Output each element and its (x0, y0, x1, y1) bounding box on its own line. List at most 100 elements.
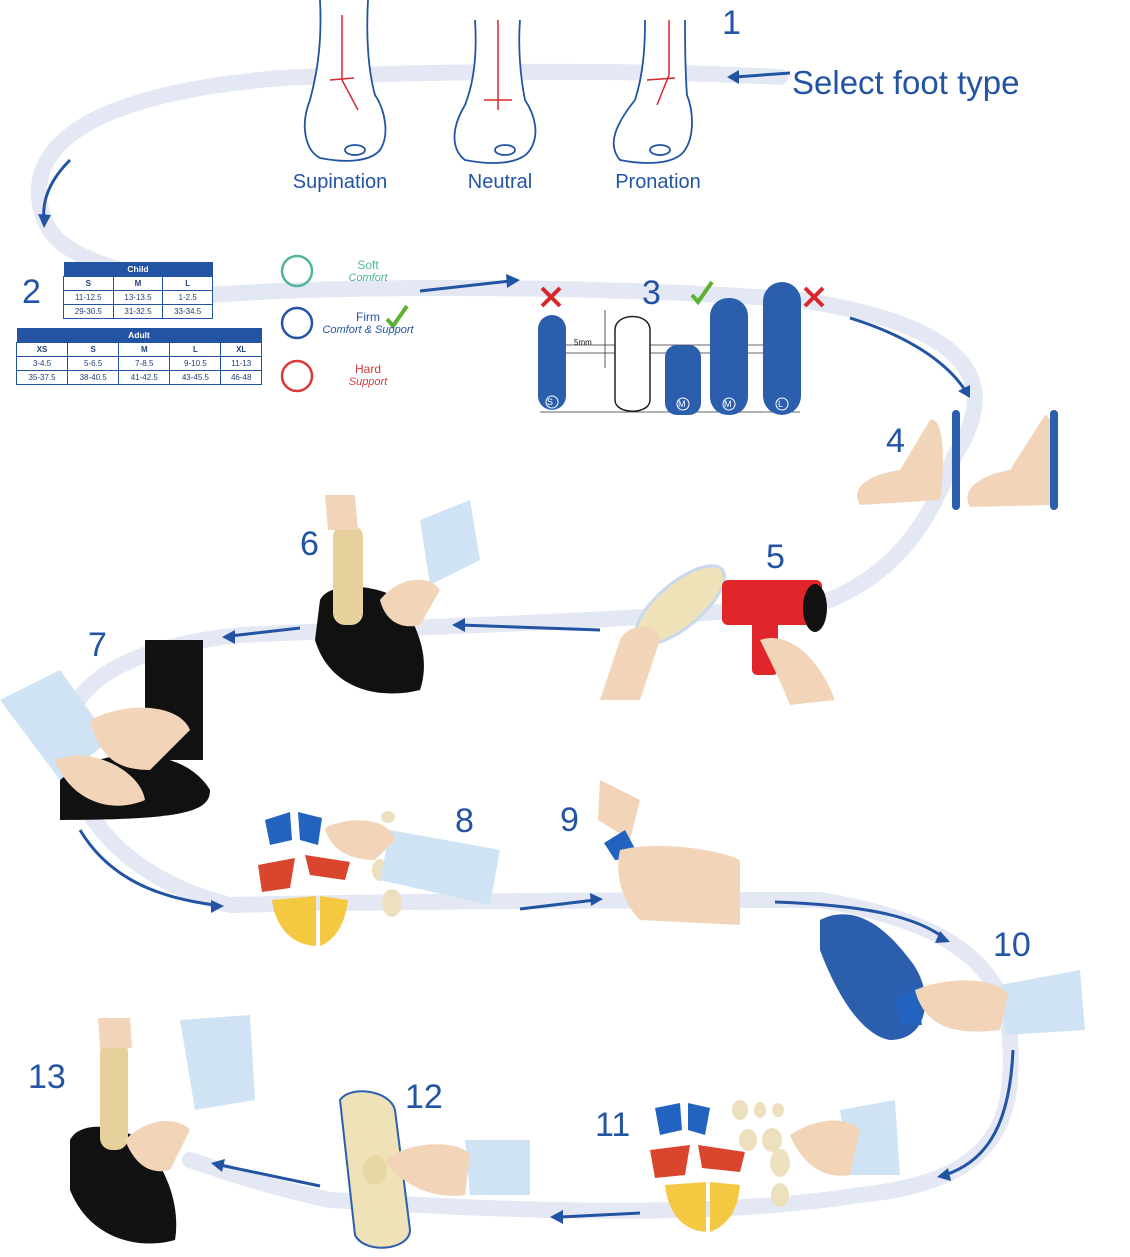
stiffness-name: Hard (354, 362, 381, 376)
step-number-5: 5 (766, 538, 785, 576)
cross-icon (540, 286, 825, 308)
insole-m-icon (710, 298, 748, 415)
table-cell: 38-40.5 (67, 370, 120, 385)
step-number-2: 2 (22, 273, 41, 311)
insert-insole-illustration (315, 495, 480, 694)
adult-size-table: Adult XS S M L XL 3-4.5 5-6.5 7-8.5 9-10… (15, 328, 262, 385)
neutral-foot-icon (453, 19, 537, 164)
column-header: M (118, 342, 171, 357)
foot-type-label-pronation: Pronation (615, 171, 701, 193)
gap-label: 5mm (574, 338, 592, 347)
column-header: S (63, 276, 114, 291)
adult-table-title: Adult (16, 328, 262, 343)
column-header: XS (15, 342, 69, 357)
arrow-1 (734, 71, 791, 79)
foot-type-label-neutral: Neutral (467, 171, 533, 193)
insole-m-short-icon (665, 345, 701, 415)
arrow-6 (229, 626, 301, 638)
supination-foot-icon (303, 0, 387, 162)
table-cell: 9-10.5 (169, 356, 222, 371)
stiffness-option-soft: Soft Comfort (313, 258, 423, 284)
table-cell: 11-13 (220, 356, 262, 371)
step-number-13: 13 (28, 1058, 66, 1096)
table-cell: 43-45.5 (169, 370, 222, 385)
press-pad-illustration (338, 1090, 530, 1249)
soft-circle-icon (280, 254, 314, 288)
step-number-12: 12 (405, 1078, 443, 1116)
stiffness-desc: Comfort (348, 272, 388, 284)
table-cell: 35-37.5 (15, 370, 69, 385)
insole-size-label: S (547, 397, 554, 407)
stiffness-circles (280, 254, 314, 393)
insole-size-label: M (724, 399, 732, 409)
flow-arrows (42, 71, 1015, 1219)
stiffness-desc: Support (348, 376, 388, 388)
step-number-1: 1 (722, 4, 741, 42)
column-header: M (112, 276, 164, 291)
shoe-on-foot-illustration (0, 640, 210, 820)
child-table-title: Child (63, 262, 213, 277)
foot-type-label-supination: Supination (292, 171, 388, 193)
arrow-8 (519, 898, 596, 911)
insole-s-icon (538, 315, 566, 410)
table-row: 29-30.5 31-32.5 33-34.5 (63, 304, 213, 319)
table-cell: 13-13.5 (112, 290, 164, 305)
table-row: 11-12.5 13-13.5 1-2.5 (63, 290, 213, 305)
attach-pad-illustration (820, 914, 1085, 1040)
table-cell: 31-32.5 (112, 304, 164, 319)
pronation-foot-icon (612, 19, 693, 164)
step-number-9: 9 (560, 801, 579, 839)
check-icon (690, 280, 714, 306)
step-number-8: 8 (455, 802, 474, 840)
step-number-11: 11 (595, 1106, 631, 1144)
column-header: XL (220, 342, 262, 357)
step-number-4: 4 (886, 422, 905, 460)
table-cell: 46-48 (220, 370, 262, 385)
arrow-9 (774, 900, 941, 937)
arrow-7 (78, 829, 216, 907)
table-cell: 33-34.5 (162, 304, 213, 319)
table-cell: 7-8.5 (118, 356, 171, 371)
arrow-4 (849, 316, 967, 391)
final-fit-illustration (70, 1015, 255, 1244)
table-cell: 1-2.5 (162, 290, 213, 305)
column-header: L (162, 276, 213, 291)
arrow-5 (459, 623, 601, 632)
stiffness-name: Soft (357, 258, 379, 272)
insole-size-label: L (778, 399, 784, 409)
column-header: S (67, 342, 120, 357)
arrow-11 (559, 1211, 641, 1219)
arrow-3 (419, 279, 511, 293)
foot-insole-fit-illustration (856, 410, 1058, 510)
table-row: 35-37.5 38-40.5 41-42.5 43-45.5 46-48 (15, 370, 262, 385)
foot-illustrations (303, 0, 693, 164)
step-number-10: 10 (993, 926, 1031, 964)
child-size-table: Child S M L 11-12.5 13-13.5 1-2.5 29-30.… (63, 262, 213, 319)
stiffness-name: Firm (356, 310, 380, 324)
arrow-2 (42, 158, 72, 221)
step-number-7: 7 (88, 626, 107, 664)
table-cell: 29-30.5 (63, 304, 114, 319)
table-row: 3-4.5 5-6.5 7-8.5 9-10.5 11-13 (15, 356, 262, 371)
firm-check-icon (385, 304, 409, 330)
table-cell: 5-6.5 (67, 356, 120, 371)
pads-selection-illustration (258, 811, 500, 946)
table-cell: 41-42.5 (118, 370, 171, 385)
step-number-3: 3 (642, 274, 661, 312)
heat-gun-illustration (600, 564, 835, 705)
stiffness-option-firm: Firm Comfort & Support (313, 310, 423, 336)
insole-l-icon (763, 282, 801, 415)
arrow-12 (219, 1163, 321, 1188)
pads-set-illustration (650, 1100, 900, 1232)
arrow-10 (944, 1049, 1015, 1177)
hard-circle-icon (280, 359, 314, 393)
firm-circle-icon (280, 306, 314, 340)
arrow-heads (38, 70, 970, 1224)
foot-skeleton-icon (614, 315, 651, 412)
table-cell: 3-4.5 (15, 356, 69, 371)
column-header: L (169, 342, 222, 357)
peel-backing-illustration (598, 780, 740, 925)
table-cell: 11-12.5 (63, 290, 114, 305)
